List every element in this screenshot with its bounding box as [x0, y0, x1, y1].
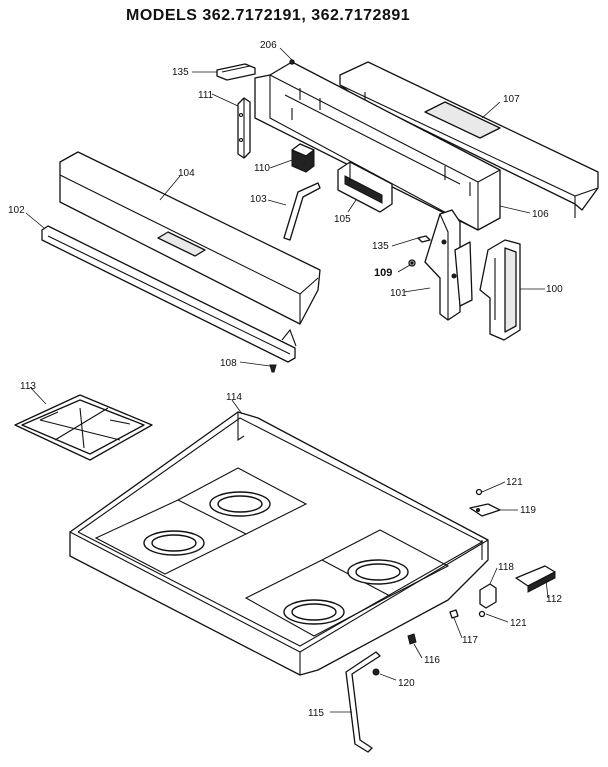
label-106: 106 — [532, 209, 549, 220]
label-101: 101 — [390, 288, 407, 299]
part-100-end-cap — [479, 239, 521, 341]
label-112: 112 — [546, 594, 562, 605]
label-118: 118 — [498, 562, 514, 573]
cooktop-burners — [143, 491, 409, 625]
part-115-rod — [345, 651, 381, 753]
label-117: 117 — [462, 635, 478, 646]
label-107: 107 — [503, 94, 520, 105]
diagram-title: MODELS 362.7172191, 362.7172891 — [126, 7, 410, 24]
part-103-rod — [283, 182, 321, 241]
hardware-lower — [372, 488, 486, 676]
hardware-screws — [269, 59, 431, 373]
part-118-bracket — [479, 583, 497, 609]
part-112-bracket — [515, 565, 556, 593]
part-101-bracket — [424, 209, 473, 321]
part-113-grate — [14, 394, 153, 461]
part-110-block — [291, 143, 315, 173]
label-121-top: 121 — [506, 477, 523, 488]
part-104-control-panel — [59, 151, 321, 325]
label-135-top: 135 — [172, 67, 189, 78]
label-121-lower: 121 — [510, 618, 527, 629]
part-107-rear-trim — [339, 61, 599, 218]
label-105: 105 — [334, 214, 351, 225]
label-110: 110 — [254, 163, 270, 174]
label-116: 116 — [424, 655, 440, 666]
label-206: 206 — [260, 40, 277, 51]
label-111: 111 — [198, 90, 214, 101]
label-115: 115 — [308, 708, 324, 719]
label-108: 108 — [220, 358, 237, 369]
part-119-hinge — [469, 503, 501, 517]
label-104: 104 — [178, 168, 195, 179]
part-114-cooktop — [69, 411, 489, 676]
part-102-trim-rail — [41, 225, 297, 363]
label-102: 102 — [8, 205, 25, 216]
part-135-clip-top — [216, 63, 256, 81]
part-111-bracket — [237, 97, 251, 159]
label-103: 103 — [250, 194, 267, 205]
label-114: 114 — [226, 392, 242, 403]
leader-lines — [25, 47, 549, 713]
label-100: 100 — [546, 284, 563, 295]
label-135-lower: 135 — [372, 241, 389, 252]
label-109: 109 — [374, 267, 392, 279]
label-119: 119 — [520, 505, 536, 516]
part-105-module — [337, 161, 393, 213]
part-106-backguard — [254, 61, 501, 231]
label-120: 120 — [398, 678, 415, 689]
part-labels: 206 135 111 107 110 104 103 105 106 102 … — [8, 40, 563, 719]
label-113: 113 — [20, 381, 36, 392]
